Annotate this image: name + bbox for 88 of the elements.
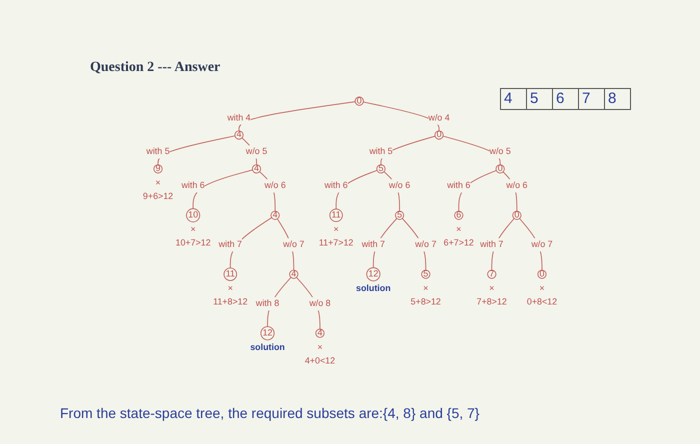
title: Question 2 --- Answer <box>90 60 220 76</box>
edge-label: with 5 <box>146 146 170 156</box>
node-circle: 0 <box>354 96 364 106</box>
node-label: 11+8>12 <box>213 297 248 307</box>
node-circle: 4 <box>289 270 298 279</box>
array-cell: 6 <box>553 89 579 109</box>
connector <box>519 218 542 271</box>
node-label: × <box>489 284 494 294</box>
node-circle: 5 <box>394 210 404 220</box>
node-circle: 0 <box>434 130 444 140</box>
node-label: × <box>423 284 428 294</box>
array-cell-text: 8 <box>607 89 618 109</box>
node-circle: 0 <box>512 210 522 220</box>
connector <box>402 218 426 271</box>
node-circle: 6 <box>454 210 464 220</box>
caption: From the state-space tree, the required subsets are:{4, 8} and {5, 7} <box>60 405 480 421</box>
node-label: solution <box>250 342 285 352</box>
node-circle: 5 <box>376 164 386 174</box>
connector <box>259 171 276 212</box>
node-circle: 11 <box>224 268 238 281</box>
edge-label: with 8 <box>256 298 280 308</box>
node-circle: 12 <box>366 267 380 282</box>
connector <box>158 135 236 166</box>
connector <box>192 170 253 210</box>
connector <box>230 217 272 268</box>
edge-label: w/o 5 <box>246 146 268 156</box>
connector <box>276 218 294 271</box>
node-label: × <box>317 342 323 352</box>
node-label: solution <box>356 284 391 294</box>
connector <box>502 171 518 212</box>
array-cell: 5 <box>527 89 553 109</box>
connector <box>372 218 398 268</box>
node-label: × <box>456 224 462 234</box>
node-circle: 5 <box>421 270 430 279</box>
connector <box>380 136 436 166</box>
connector <box>242 137 257 166</box>
node-circle: 0 <box>537 270 547 279</box>
node-circle: 4 <box>270 210 280 220</box>
node-circle: 7 <box>487 270 496 279</box>
connector <box>336 170 378 210</box>
node-label: × <box>190 224 196 234</box>
node-label: 4+0<12 <box>304 356 336 366</box>
edge-label: with 4 <box>227 113 251 123</box>
edge-label: w/o 7 <box>531 240 553 250</box>
edge-label: w/o 6 <box>388 180 410 190</box>
node-circle: 4 <box>315 328 325 338</box>
edge-label: w/o 7 <box>415 240 436 250</box>
edge-label: with 5 <box>369 146 393 156</box>
node-label: × <box>539 284 545 294</box>
edge-label: w/o 7 <box>283 240 304 250</box>
node-label: × <box>334 224 339 234</box>
node-circle: 11 <box>329 208 343 222</box>
node-label: × <box>155 178 161 188</box>
edge-label: w/o 6 <box>264 180 286 190</box>
node-circle: 4 <box>252 164 262 174</box>
edge-label: w/o 5 <box>490 146 511 156</box>
connector <box>267 276 292 328</box>
connector <box>362 102 440 132</box>
node-circle: 10 <box>186 208 200 222</box>
connector <box>296 276 320 330</box>
connector <box>384 171 400 212</box>
connector <box>491 218 515 271</box>
node-label: 11+7>12 <box>318 238 354 248</box>
node-label: 7+8>12 <box>476 297 507 307</box>
node-label: 10+7>12 <box>176 238 211 248</box>
node-label: 9+6>12 <box>142 192 174 202</box>
node-circle: 12 <box>260 326 275 340</box>
node-label: 5+8>12 <box>410 297 441 307</box>
node-label: 6+7>12 <box>444 238 474 248</box>
connector <box>458 170 497 212</box>
node-circle: 0 <box>496 164 505 174</box>
edge-label: with 7 <box>218 240 242 250</box>
node-label: × <box>228 284 233 294</box>
edge-label: with 7 <box>480 240 504 250</box>
edge-label: with 6 <box>324 180 348 190</box>
edge-label: w/o 6 <box>506 180 528 190</box>
edge-label: w/o 8 <box>309 298 331 308</box>
edge-label: w/o 4 <box>428 113 450 123</box>
array-cell: 4 <box>501 89 527 109</box>
array-cell: 7 <box>579 89 605 109</box>
edge-label: with 7 <box>362 240 385 250</box>
node-circle: 9 <box>153 164 163 174</box>
connector <box>238 101 356 132</box>
connector <box>442 136 501 166</box>
edge-label: with 6 <box>447 180 470 190</box>
edge-label: with 6 <box>181 180 205 190</box>
node-label: 0+8<12 <box>526 297 558 307</box>
node-circle: 4 <box>234 130 244 140</box>
